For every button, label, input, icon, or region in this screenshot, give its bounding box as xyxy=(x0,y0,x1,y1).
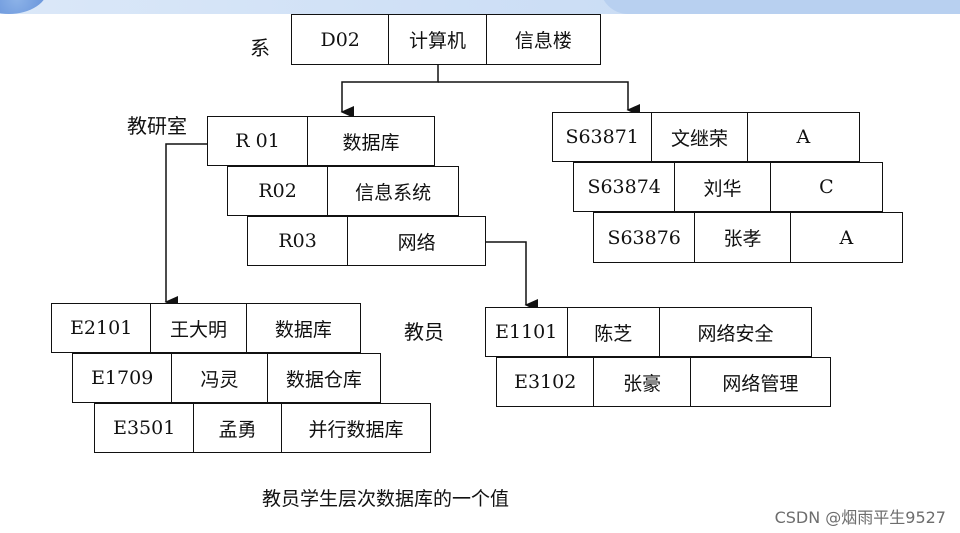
student-name: 刘华 xyxy=(675,163,771,211)
student-record: S63871 文继荣 A xyxy=(552,112,860,162)
teacher-name: 冯灵 xyxy=(172,354,268,402)
teacher-id: E1709 xyxy=(73,354,173,402)
edge-dept-to-office xyxy=(340,65,439,118)
department-record: D02 计算机 信息楼 xyxy=(291,14,601,65)
student-grade: A xyxy=(839,226,854,249)
research-office-record: R 01 数据库 xyxy=(207,116,435,166)
department-building: 信息楼 xyxy=(514,30,572,52)
student-id: S63876 xyxy=(594,213,696,262)
office-name: 网络 xyxy=(397,231,436,254)
edge-dept-to-student xyxy=(438,81,640,116)
teacher-record: E3102 张豪 网络管理 xyxy=(496,357,831,407)
teacher-name: 孟勇 xyxy=(194,404,282,452)
department-id: D02 xyxy=(292,15,390,64)
label-research-office: 教研室 xyxy=(127,114,187,138)
student-record: S63876 张孝 A xyxy=(593,212,903,263)
student-record: S63874 刘华 C xyxy=(573,162,883,212)
teacher-id: E3501 xyxy=(95,404,195,452)
teacher-name: 王大明 xyxy=(151,304,247,352)
teacher-specialty: 并行数据库 xyxy=(308,418,404,441)
figure-caption: 教员学生层次数据库的一个值 xyxy=(262,488,510,510)
office-name: 信息系统 xyxy=(355,181,432,204)
office-id: R03 xyxy=(248,217,349,265)
teacher-record: E1101 陈芝 网络安全 xyxy=(485,307,812,357)
teacher-name: 陈芝 xyxy=(568,308,660,356)
teacher-specialty: 网络管理 xyxy=(722,372,799,395)
student-name: 张孝 xyxy=(695,213,791,262)
student-grade: C xyxy=(819,176,834,198)
teacher-name: 张豪 xyxy=(594,358,691,406)
student-id: S63874 xyxy=(574,163,676,211)
teacher-specialty: 数据库 xyxy=(274,318,332,341)
teacher-record: E2101 王大明 数据库 xyxy=(51,303,361,353)
teacher-id: E1101 xyxy=(486,308,568,356)
student-id: S63871 xyxy=(553,113,653,161)
label-department: 系 xyxy=(250,36,270,60)
student-grade: A xyxy=(796,126,811,148)
label-teacher: 教员 xyxy=(404,320,444,344)
research-office-record: R03 网络 xyxy=(247,216,486,266)
teacher-record: E1709 冯灵 数据仓库 xyxy=(72,353,381,403)
watermark: CSDN @烟雨平生9527 xyxy=(774,508,946,527)
teacher-specialty: 数据仓库 xyxy=(285,368,362,391)
teacher-record: E3501 孟勇 并行数据库 xyxy=(94,403,431,453)
edge-office-to-teacher-net xyxy=(486,241,538,311)
teacher-specialty: 网络安全 xyxy=(697,322,774,345)
office-name: 数据库 xyxy=(342,131,400,154)
department-name: 计算机 xyxy=(389,15,487,64)
research-office-record: R02 信息系统 xyxy=(227,166,459,216)
header-decoration xyxy=(600,0,960,14)
teacher-id: E3102 xyxy=(497,358,595,406)
student-name: 文继荣 xyxy=(652,113,748,161)
office-id: R 01 xyxy=(208,117,309,165)
teacher-id: E2101 xyxy=(52,304,152,352)
edge-office-to-teacher-db xyxy=(164,143,207,308)
office-id: R02 xyxy=(228,167,329,215)
